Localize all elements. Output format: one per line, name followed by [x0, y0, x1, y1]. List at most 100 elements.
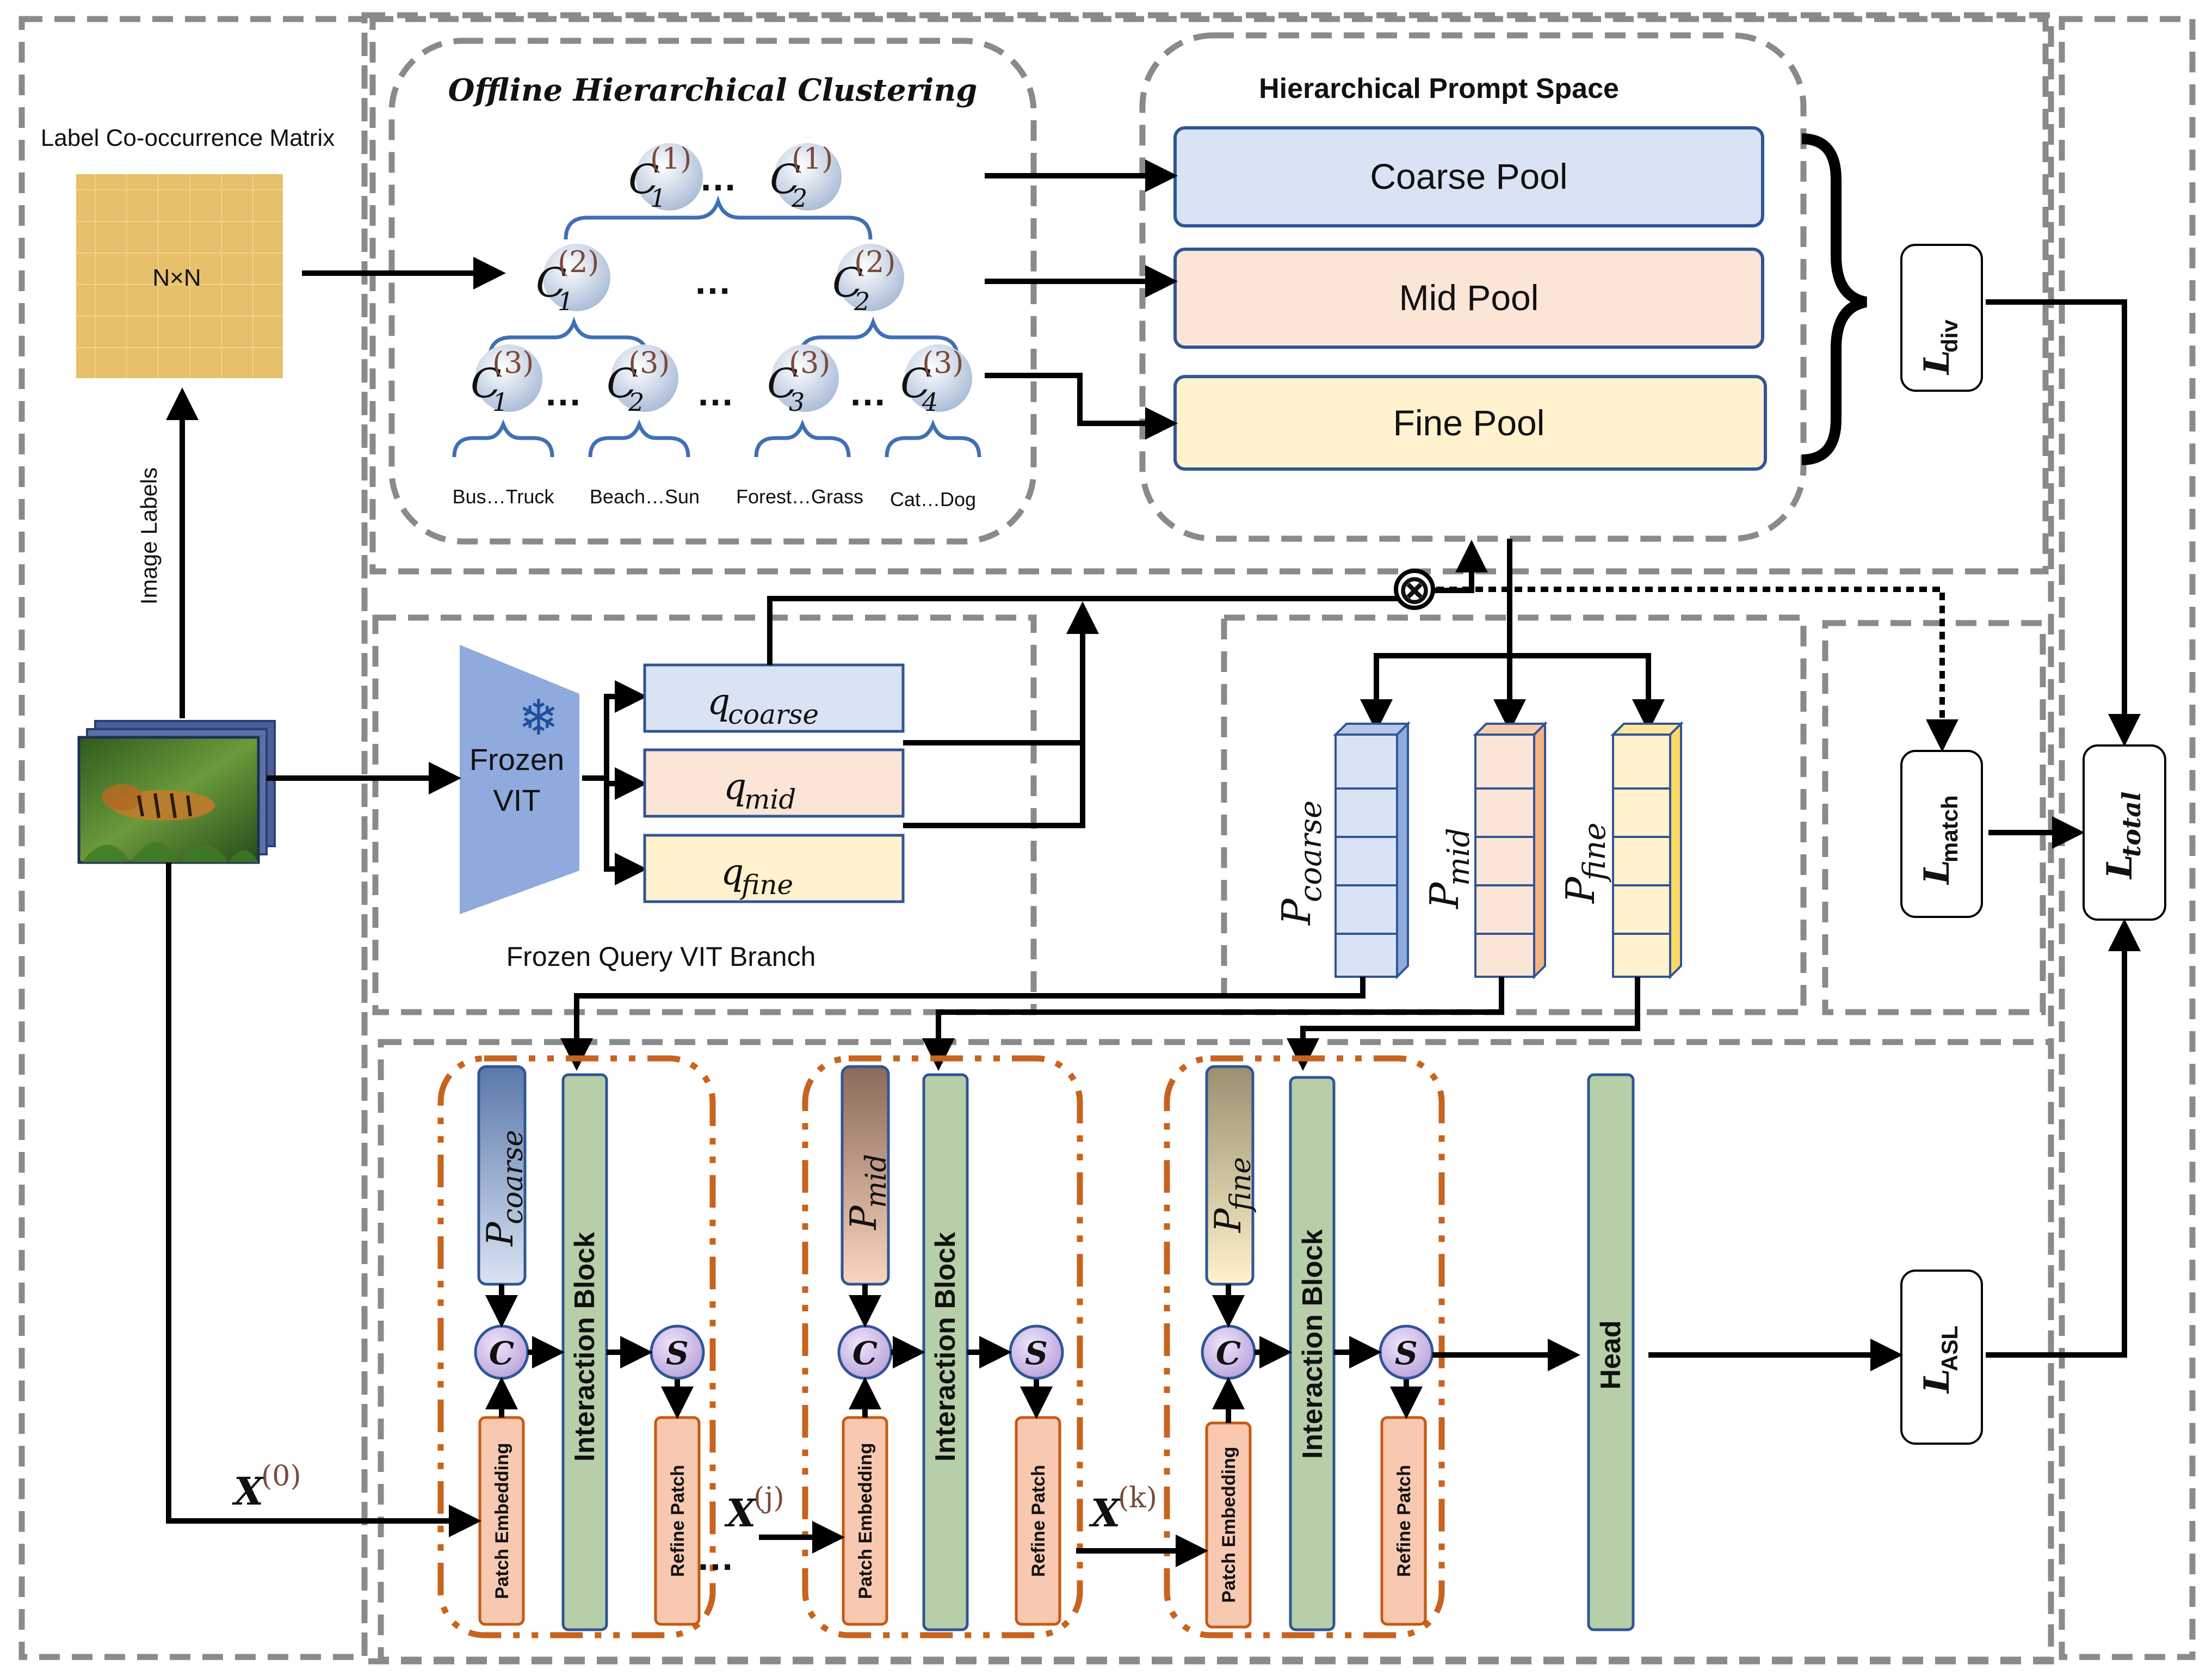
leaf-label-4: Cat…Dog	[890, 488, 976, 510]
leaf-label-2: Beach…Sun	[590, 485, 700, 508]
fine-pool-label: Fine Pool	[1393, 403, 1545, 443]
svg-text:S: S	[1025, 1335, 1048, 1372]
svg-text:(1): (1)	[792, 141, 833, 176]
clustering-box	[388, 38, 1037, 545]
svg-text:mid: mid	[1441, 828, 1476, 886]
prompt-stack-fine	[1610, 721, 1684, 979]
matrix-size-label: N×N	[152, 264, 201, 291]
stage1-patch-embedding-label: Patch Embedding	[492, 1443, 512, 1599]
mid-pool-label: Mid Pool	[1399, 278, 1539, 318]
svg-text:P: P	[479, 1221, 521, 1247]
brace-leaf-1	[452, 419, 554, 458]
svg-text:C: C	[767, 360, 798, 407]
prompt-stack-coarse	[1333, 721, 1411, 979]
stage2-patch-embedding-label: Patch Embedding	[855, 1443, 876, 1599]
feature-xk: X (k)	[1089, 1482, 1157, 1536]
stage3-refine-patch-label: Refine Patch	[1394, 1465, 1414, 1577]
svg-text:(3): (3)	[789, 346, 831, 380]
svg-text:1: 1	[650, 183, 666, 213]
cluster-node-l1-2: C 2 (1)	[770, 141, 842, 213]
arrow-asl-to-total	[1986, 919, 2141, 1358]
vit-branch-caption: Frozen Query VIT Branch	[506, 941, 816, 972]
cluster-ellipsis-l3-c: …	[849, 371, 887, 414]
svg-text:L: L	[1917, 350, 1957, 375]
stage3-patch-embedding-label: Patch Embedding	[1219, 1446, 1239, 1603]
loss-div: L div	[1900, 244, 1983, 392]
svg-text:q: q	[721, 851, 744, 893]
svg-text:C: C	[852, 1335, 878, 1372]
svg-text:(k): (k)	[1118, 1482, 1157, 1514]
input-image-stack	[77, 720, 276, 864]
svg-text:S: S	[666, 1335, 689, 1372]
clustering-section-frame	[369, 16, 2049, 575]
cluster-node-l1-1: C 1 (1)	[628, 141, 703, 213]
arrow-l3-to-fine	[985, 373, 1178, 440]
vit-label-line1: Frozen	[469, 742, 564, 777]
mid-pool	[1173, 248, 1764, 349]
stage1-select-node: S	[650, 1324, 705, 1380]
svg-text:X: X	[724, 1490, 757, 1536]
brace-level2-right	[798, 316, 960, 360]
svg-text:(3): (3)	[922, 346, 964, 380]
svg-text:C: C	[628, 156, 659, 203]
query-coarse: q coarse	[643, 663, 905, 733]
svg-text:(0): (0)	[261, 1460, 301, 1493]
stage1-refine-patch-label: Refine Patch	[668, 1465, 688, 1577]
prompt-label-fine: P fine	[1558, 822, 1612, 904]
arrow-image-to-embedding	[166, 862, 481, 1537]
arrow-pcoarse-to-stage1	[560, 977, 1365, 1071]
arrow-pfine-to-stage3	[1287, 977, 1640, 1071]
svg-text:C: C	[536, 260, 567, 306]
cluster-ellipsis-l1: …	[699, 156, 737, 199]
cluster-ellipsis-l3-a: …	[544, 371, 582, 414]
query-mid: q mid	[643, 748, 905, 818]
svg-text:S: S	[1395, 1335, 1418, 1372]
svg-text:C: C	[770, 156, 801, 203]
svg-text:fine: fine	[739, 869, 793, 901]
brace-level2-left	[487, 316, 650, 360]
svg-text:C: C	[1216, 1335, 1241, 1372]
svg-text:coarse: coarse	[728, 699, 819, 730]
snowflake-icon: ❄	[518, 691, 559, 745]
vit-label-line2: VIT	[493, 783, 540, 817]
head-block	[1587, 1073, 1635, 1631]
svg-text:3: 3	[789, 387, 805, 417]
loss-asl: L ASL	[1900, 1270, 1983, 1445]
svg-text:C: C	[832, 260, 863, 306]
stage2-concat-node: C	[837, 1324, 893, 1380]
image-labels-text: Image Labels	[136, 467, 162, 605]
head-label: Head	[1595, 1320, 1627, 1389]
svg-text:X: X	[232, 1469, 265, 1514]
cluster-node-l3-4: C 4 (3)	[900, 344, 972, 417]
svg-text:P: P	[1422, 882, 1467, 910]
stage3-prompt: P fine	[1205, 1065, 1257, 1286]
svg-text:fine: fine	[1577, 822, 1612, 883]
brace-leaf-4	[885, 419, 981, 458]
svg-text:2: 2	[791, 183, 807, 213]
cluster-node-l3-2: C 2 (3)	[607, 344, 678, 417]
stage3-concat-node: C	[1201, 1324, 1256, 1380]
prompt-space-title: Hierarchical Prompt Space	[1259, 73, 1619, 104]
coarse-pool-label: Coarse Pool	[1370, 156, 1567, 196]
feature-x0: X (0)	[232, 1460, 301, 1514]
svg-text:P: P	[843, 1205, 885, 1230]
cluster-node-l3-1: C 1 (3)	[471, 344, 542, 417]
multiply-icon: ⊗	[1398, 568, 1431, 612]
svg-text:(3): (3)	[628, 346, 670, 380]
svg-text:coarse: coarse	[1293, 800, 1329, 902]
stage1-prompt: P coarse	[477, 1065, 529, 1286]
stage2-frame	[802, 1055, 1083, 1638]
brace-leaf-2	[588, 419, 690, 458]
stage2-refine-patch-label: Refine Patch	[1028, 1465, 1049, 1577]
match-loss-frame	[1822, 620, 2046, 1015]
svg-text:div: div	[1937, 319, 1962, 353]
stage2-prompt: P mid	[841, 1065, 893, 1286]
matrix-caption: Label Co-occurrence Matrix	[41, 125, 335, 151]
svg-text:q: q	[707, 681, 730, 723]
pool-brace	[1801, 133, 1868, 465]
query-fine: q fine	[643, 834, 905, 903]
left-frame	[18, 16, 368, 1660]
cluster-node-l2-1: C 1 (2)	[536, 244, 610, 316]
stage3-interaction-label: Interaction Block	[1297, 1229, 1329, 1459]
